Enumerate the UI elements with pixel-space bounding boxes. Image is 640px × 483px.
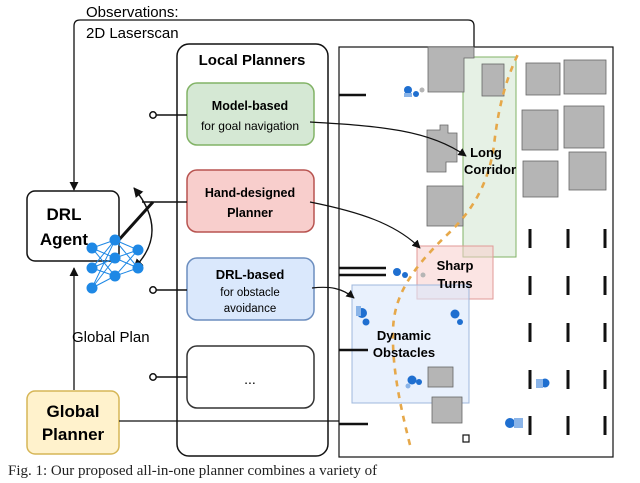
dynamic-obstacles-label: Dynamic [377, 328, 431, 343]
planner-drl-based: DRL-based for obstacle avoidance [186, 257, 315, 321]
planner-hand-designed: Hand-designed Planner [186, 169, 315, 233]
global-plan-label: Global Plan [72, 329, 150, 346]
laserscan-label: 2D Laserscan [86, 25, 179, 42]
drl-to-dynamic-arrow [311, 286, 355, 299]
planner-more: ... [186, 345, 315, 409]
global-planner-label: Global [47, 402, 100, 421]
observations-label: Observations: [86, 4, 179, 21]
drl-agent-box [26, 190, 120, 262]
dynamic-obstacles-label-line2: Obstacles [373, 345, 435, 360]
sharp-turns-label: Sharp [437, 258, 474, 273]
planner-model-based: Model-based for goal navigation [186, 82, 315, 146]
global-planner-box [26, 390, 120, 455]
planner-title: Hand-designed [205, 186, 295, 200]
switch-terminals [142, 111, 187, 381]
planner-title-line2: Planner [227, 206, 273, 220]
sharp-turns-label-line2: Turns [437, 276, 472, 291]
architecture-diagram: Observations: 2D Laserscan Local Planner… [26, 4, 614, 458]
long-corridor-label-line2: Corridor [464, 162, 516, 177]
observation-feedback-line [69, 19, 475, 191]
model-based-to-corridor-arrow [309, 121, 467, 157]
planner-subtitle-line2: avoidance [224, 303, 276, 315]
planner-ellipsis: ... [244, 371, 256, 387]
map: Long Corridor Sharp Turns Dynamic Obstac… [338, 46, 614, 458]
global-path [391, 49, 522, 446]
drl-agent-label-line2: Agent [40, 230, 89, 249]
local-planners-title: Local Planners [199, 52, 306, 69]
planner-subtitle: for obstacle [220, 287, 279, 299]
planner-title: DRL-based [216, 267, 285, 282]
global-planner-label-line2: Planner [42, 425, 105, 444]
planner-title: Model-based [212, 99, 288, 113]
planner-subtitle: for goal navigation [201, 119, 299, 133]
long-corridor-label: Long [470, 145, 502, 160]
hand-designed-to-turns-arrow [309, 201, 421, 249]
neural-network-icon [86, 234, 144, 294]
drl-agent-label: DRL [47, 205, 82, 224]
figure-caption: Fig. 1: Our proposed all-in-one planner … [8, 463, 378, 479]
switch-rotation-arrow [133, 187, 153, 269]
